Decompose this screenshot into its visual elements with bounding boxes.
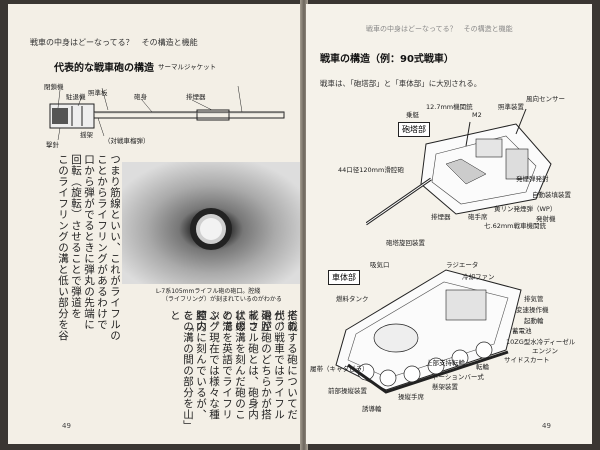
left-page: 戦車の中身はどーなってる？ その構造と機能 代表的な戦車砲の構造 サーマルジャケ… xyxy=(8,4,302,444)
text-column: このライフリングの溝と低い部分を谷 xyxy=(57,154,69,341)
label-sight: 照準装置 xyxy=(498,103,524,111)
intro-text: 戦車は、「砲塔部」と「車体部」に大別される。 xyxy=(320,79,482,88)
right-page: 戦車の中身はどーなってる？ その構造と機能 戦車の構造（例：90式戦車） 戦車は… xyxy=(306,4,592,444)
text-column: さて、指摘のつぎは、その xyxy=(286,310,298,332)
label-autoloader: 自動装填装置 xyxy=(532,191,571,199)
page-number: 49 xyxy=(542,422,551,430)
label-sensor: 風向センサー xyxy=(526,95,565,103)
text-column: 搭載する砲についてだが、 xyxy=(273,310,298,420)
label-torsion: トーションバー式 xyxy=(432,373,484,381)
label-intake: 吸気口 xyxy=(370,261,390,269)
section-title: 戦車の構造（例：90式戦車） xyxy=(320,54,454,65)
label-torsion-2: 懸架装置 xyxy=(432,383,458,391)
label-ejector: 発射機 xyxy=(536,215,556,223)
label-thermal-jacket: サーマルジャケット xyxy=(158,63,217,71)
page-number: 49 xyxy=(62,422,71,430)
label-guide: 誘導輪 xyxy=(362,405,382,413)
gun-diagram xyxy=(49,86,285,141)
label-evacuator: 排煙器 xyxy=(186,93,206,101)
label-exhaust: 排気管 xyxy=(524,295,544,303)
label-cradle: 揺架 xyxy=(80,131,93,139)
section-title: 代表的な戦車砲の構造 xyxy=(54,63,154,74)
text-column: 腔内に刻んでいるが、この xyxy=(182,310,207,420)
photo-caption-2: （ライフリング）が刻まれているのがわかる xyxy=(162,296,282,303)
photo-caption-1: L-7系105mmライフル砲の砲口。腔綫 xyxy=(156,288,261,295)
label-battery: 蓄電池 xyxy=(512,327,532,335)
label-recoil: 駐退機 xyxy=(66,93,86,101)
label-liner: （対戦車榴弾） xyxy=(104,137,150,145)
book-gutter xyxy=(300,0,308,450)
label-sprocket: 起動輪 xyxy=(524,317,544,325)
label-skirt: サイドスカート xyxy=(504,356,550,364)
text-column: の溝を英語でライフリング xyxy=(208,310,233,420)
label-roadwheel: 上部支持転輪 xyxy=(426,359,465,367)
label-drive: 砲塔旋回装置 xyxy=(386,239,425,247)
label-track: 履帯（キャタピラ） xyxy=(310,365,369,373)
label-barrel: 砲身 xyxy=(134,93,147,101)
text-column: 状の溝を刻んだ砲のことで xyxy=(221,310,246,420)
label-idler: 転輪 xyxy=(476,363,489,371)
text-column: イフル砲とは、砲身内に螺 xyxy=(234,310,259,420)
label-hatch: 乗艇 xyxy=(406,111,419,119)
label-breech: 閉鎖機 xyxy=(44,83,64,91)
label-steer: 操縦手席 xyxy=(398,393,424,401)
label-mantlet: 排煙器 xyxy=(431,213,451,221)
label-driver-gear: 前部操縦装置 xyxy=(328,387,367,395)
label-engine: 10ZG型水冷ディーゼル xyxy=(506,338,576,346)
text-column: ぶ。現在では様々な種類の xyxy=(195,310,220,420)
label-fan: 冷却ファン xyxy=(462,273,495,281)
label-engine-2: エンジン xyxy=(532,347,558,355)
turret-tag: 砲塔部 xyxy=(398,122,430,137)
text-column: 回転（旋転）させることで弾道を xyxy=(70,154,82,319)
running-header: 戦車の中身はどーなってる？ その構造と機能 xyxy=(30,38,198,47)
label-firing-pin: 撃針 xyxy=(46,141,59,149)
label-coax: 七.62mm戦車機関銃 xyxy=(484,222,547,230)
muzzle-photo xyxy=(122,162,300,284)
label-smoke: 発煙弾発射 xyxy=(516,175,549,183)
text-column: 口から弾がでるときに弾丸の先端に xyxy=(83,154,95,330)
label-wp: 黄リン発煙弾（WP） xyxy=(494,205,557,213)
label-transmission: 変速操作機 xyxy=(516,306,549,314)
label-m2: M2 xyxy=(472,111,482,119)
body-text-top: さて、指摘のつぎは、その 搭載する砲についてだが、 代の戦車ではライフル砲が 滑… xyxy=(148,310,298,430)
label-bore-evacuator: 照準板 xyxy=(88,89,108,97)
text-column: 代の戦車ではライフル砲が xyxy=(260,310,285,420)
label-mg: 12.7mm機関銃 xyxy=(426,103,473,111)
label-fuel: 燃料タンク xyxy=(336,295,369,303)
turret-illustration xyxy=(366,108,552,226)
label-main-gun: 44口径120mm滑腔砲 xyxy=(338,166,404,174)
hull-tag: 車体部 xyxy=(328,270,360,285)
text-column: を「溝の間の部分を山」と xyxy=(169,310,194,426)
text-column: つまり筋線といい、これがライフルの xyxy=(109,154,120,341)
label-radiator: ラジエータ xyxy=(446,261,479,269)
hull-illustration xyxy=(335,269,522,394)
running-header: 戦車の中身はどーなってる？ その構造と機能 xyxy=(366,25,513,33)
text-column: 滑腔砲のどちらかが搭載さ xyxy=(247,310,272,420)
body-text-left: つまり筋線といい、これがライフルの ことからライフリングがあるわけで 口から弾が… xyxy=(48,154,120,429)
text-column: ことからライフリングがあるわけで xyxy=(96,154,108,330)
label-gunner: 砲手席 xyxy=(468,213,488,221)
